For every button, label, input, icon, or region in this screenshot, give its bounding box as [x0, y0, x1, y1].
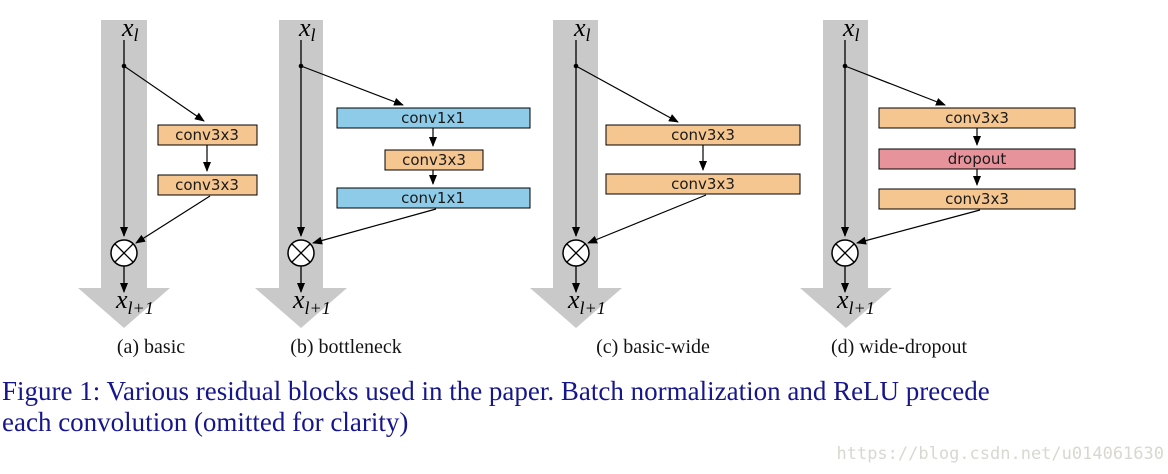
conv-box-label: conv1x1: [401, 109, 465, 127]
conv-box: [384, 149, 484, 171]
figure-caption-line1: Figure 1: Various residual blocks used i…: [2, 376, 990, 406]
residual-blocks-diagram: xl conv3x3 conv3x3 xl+1 xl conv1x1 conv3…: [78, 13, 1076, 328]
branch-to-conv-arrow: [123, 65, 205, 122]
conv-to-sum-arrow: [135, 195, 211, 244]
conv-box-label: conv3x3: [175, 126, 239, 144]
sum-operator-icon: [831, 239, 859, 267]
sum-operator-icon: [287, 239, 315, 267]
block-c-basic-wide: xl conv3x3 conv3x3 xl+1: [530, 13, 801, 328]
input-label: xl: [121, 13, 139, 45]
output-label: xl+1: [115, 285, 154, 318]
figure-caption: Figure 1: Various residual blocks used i…: [2, 376, 1166, 438]
dropout-box-label: dropout: [948, 150, 1007, 168]
conv-box: [878, 188, 1076, 210]
output-arrowhead: [78, 288, 170, 328]
input-label: xl: [298, 13, 316, 45]
branch-to-conv-arrow: [300, 65, 404, 106]
block-a-basic: xl conv3x3 conv3x3 xl+1: [78, 13, 258, 328]
output-arrowhead: [530, 288, 622, 328]
conv-box-label: conv3x3: [402, 151, 466, 169]
output-label: xl+1: [292, 285, 331, 318]
input-label: xl: [573, 13, 591, 45]
conv-box-label: conv3x3: [945, 109, 1009, 127]
output-label: xl+1: [567, 285, 606, 318]
bottleneck-conv-box: [336, 187, 531, 209]
sum-operator-icon: [562, 239, 590, 267]
conv-box-label: conv3x3: [671, 175, 735, 193]
branch-to-conv-arrow: [844, 65, 946, 106]
conv-box-label: conv1x1: [401, 189, 465, 207]
conv-to-sum-arrow: [856, 209, 981, 245]
branch-to-conv-arrow: [575, 65, 679, 123]
block-b-bottleneck: xl conv1x1 conv3x3 conv1x1 xl+1: [255, 13, 531, 328]
conv-to-sum-arrow: [312, 208, 437, 245]
input-label: xl: [842, 13, 860, 45]
conv-box: [157, 174, 258, 196]
block-d-wide-dropout: xl conv3x3 dropout conv3x3 xl+1: [800, 13, 1076, 328]
subcaption-a: (a) basic: [116, 336, 186, 358]
output-label: xl+1: [836, 285, 875, 318]
subcaption-c: (c) basic-wide: [596, 336, 710, 358]
subcaption-b: (b) bottleneck: [290, 336, 402, 358]
conv-box: [605, 173, 801, 195]
figure-caption-line2: each convolution (omitted for clarity): [2, 407, 409, 437]
conv-box-label: conv3x3: [671, 126, 735, 144]
conv-to-sum-arrow: [587, 194, 707, 244]
conv-box-label: conv3x3: [945, 190, 1009, 208]
watermark-url: https://blog.csdn.net/u014061630: [836, 444, 1164, 464]
output-arrowhead: [255, 288, 347, 328]
output-arrowhead: [800, 288, 892, 328]
subcaption-d: (d) wide-dropout: [830, 336, 968, 358]
sum-operator-icon: [110, 239, 138, 267]
conv-box-label: conv3x3: [175, 176, 239, 194]
